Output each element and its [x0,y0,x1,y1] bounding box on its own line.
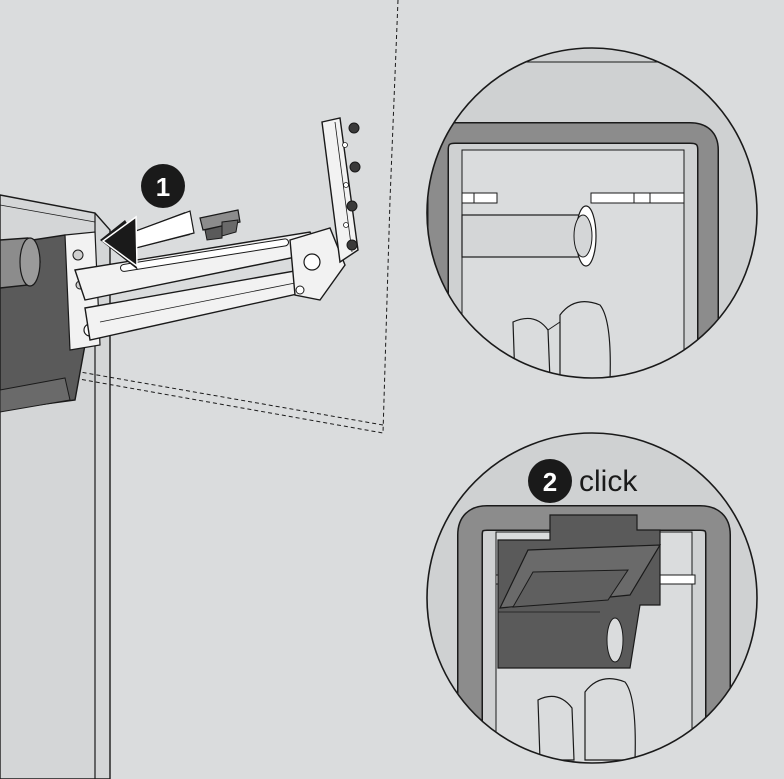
step-1-badge: 1 [141,164,185,208]
clip-attached [497,514,662,669]
lift-arm-assembly [74,117,361,341]
bracket-screws [346,122,361,251]
insertion-arrow [100,210,195,270]
click-label: click [579,465,638,498]
step-2-number: 2 [543,467,557,497]
step-2-badge: 2 [528,459,572,503]
clip-part [199,209,241,241]
detail-view-after [426,432,758,764]
detail-view-before [426,47,758,379]
step-1-number: 1 [156,172,170,202]
